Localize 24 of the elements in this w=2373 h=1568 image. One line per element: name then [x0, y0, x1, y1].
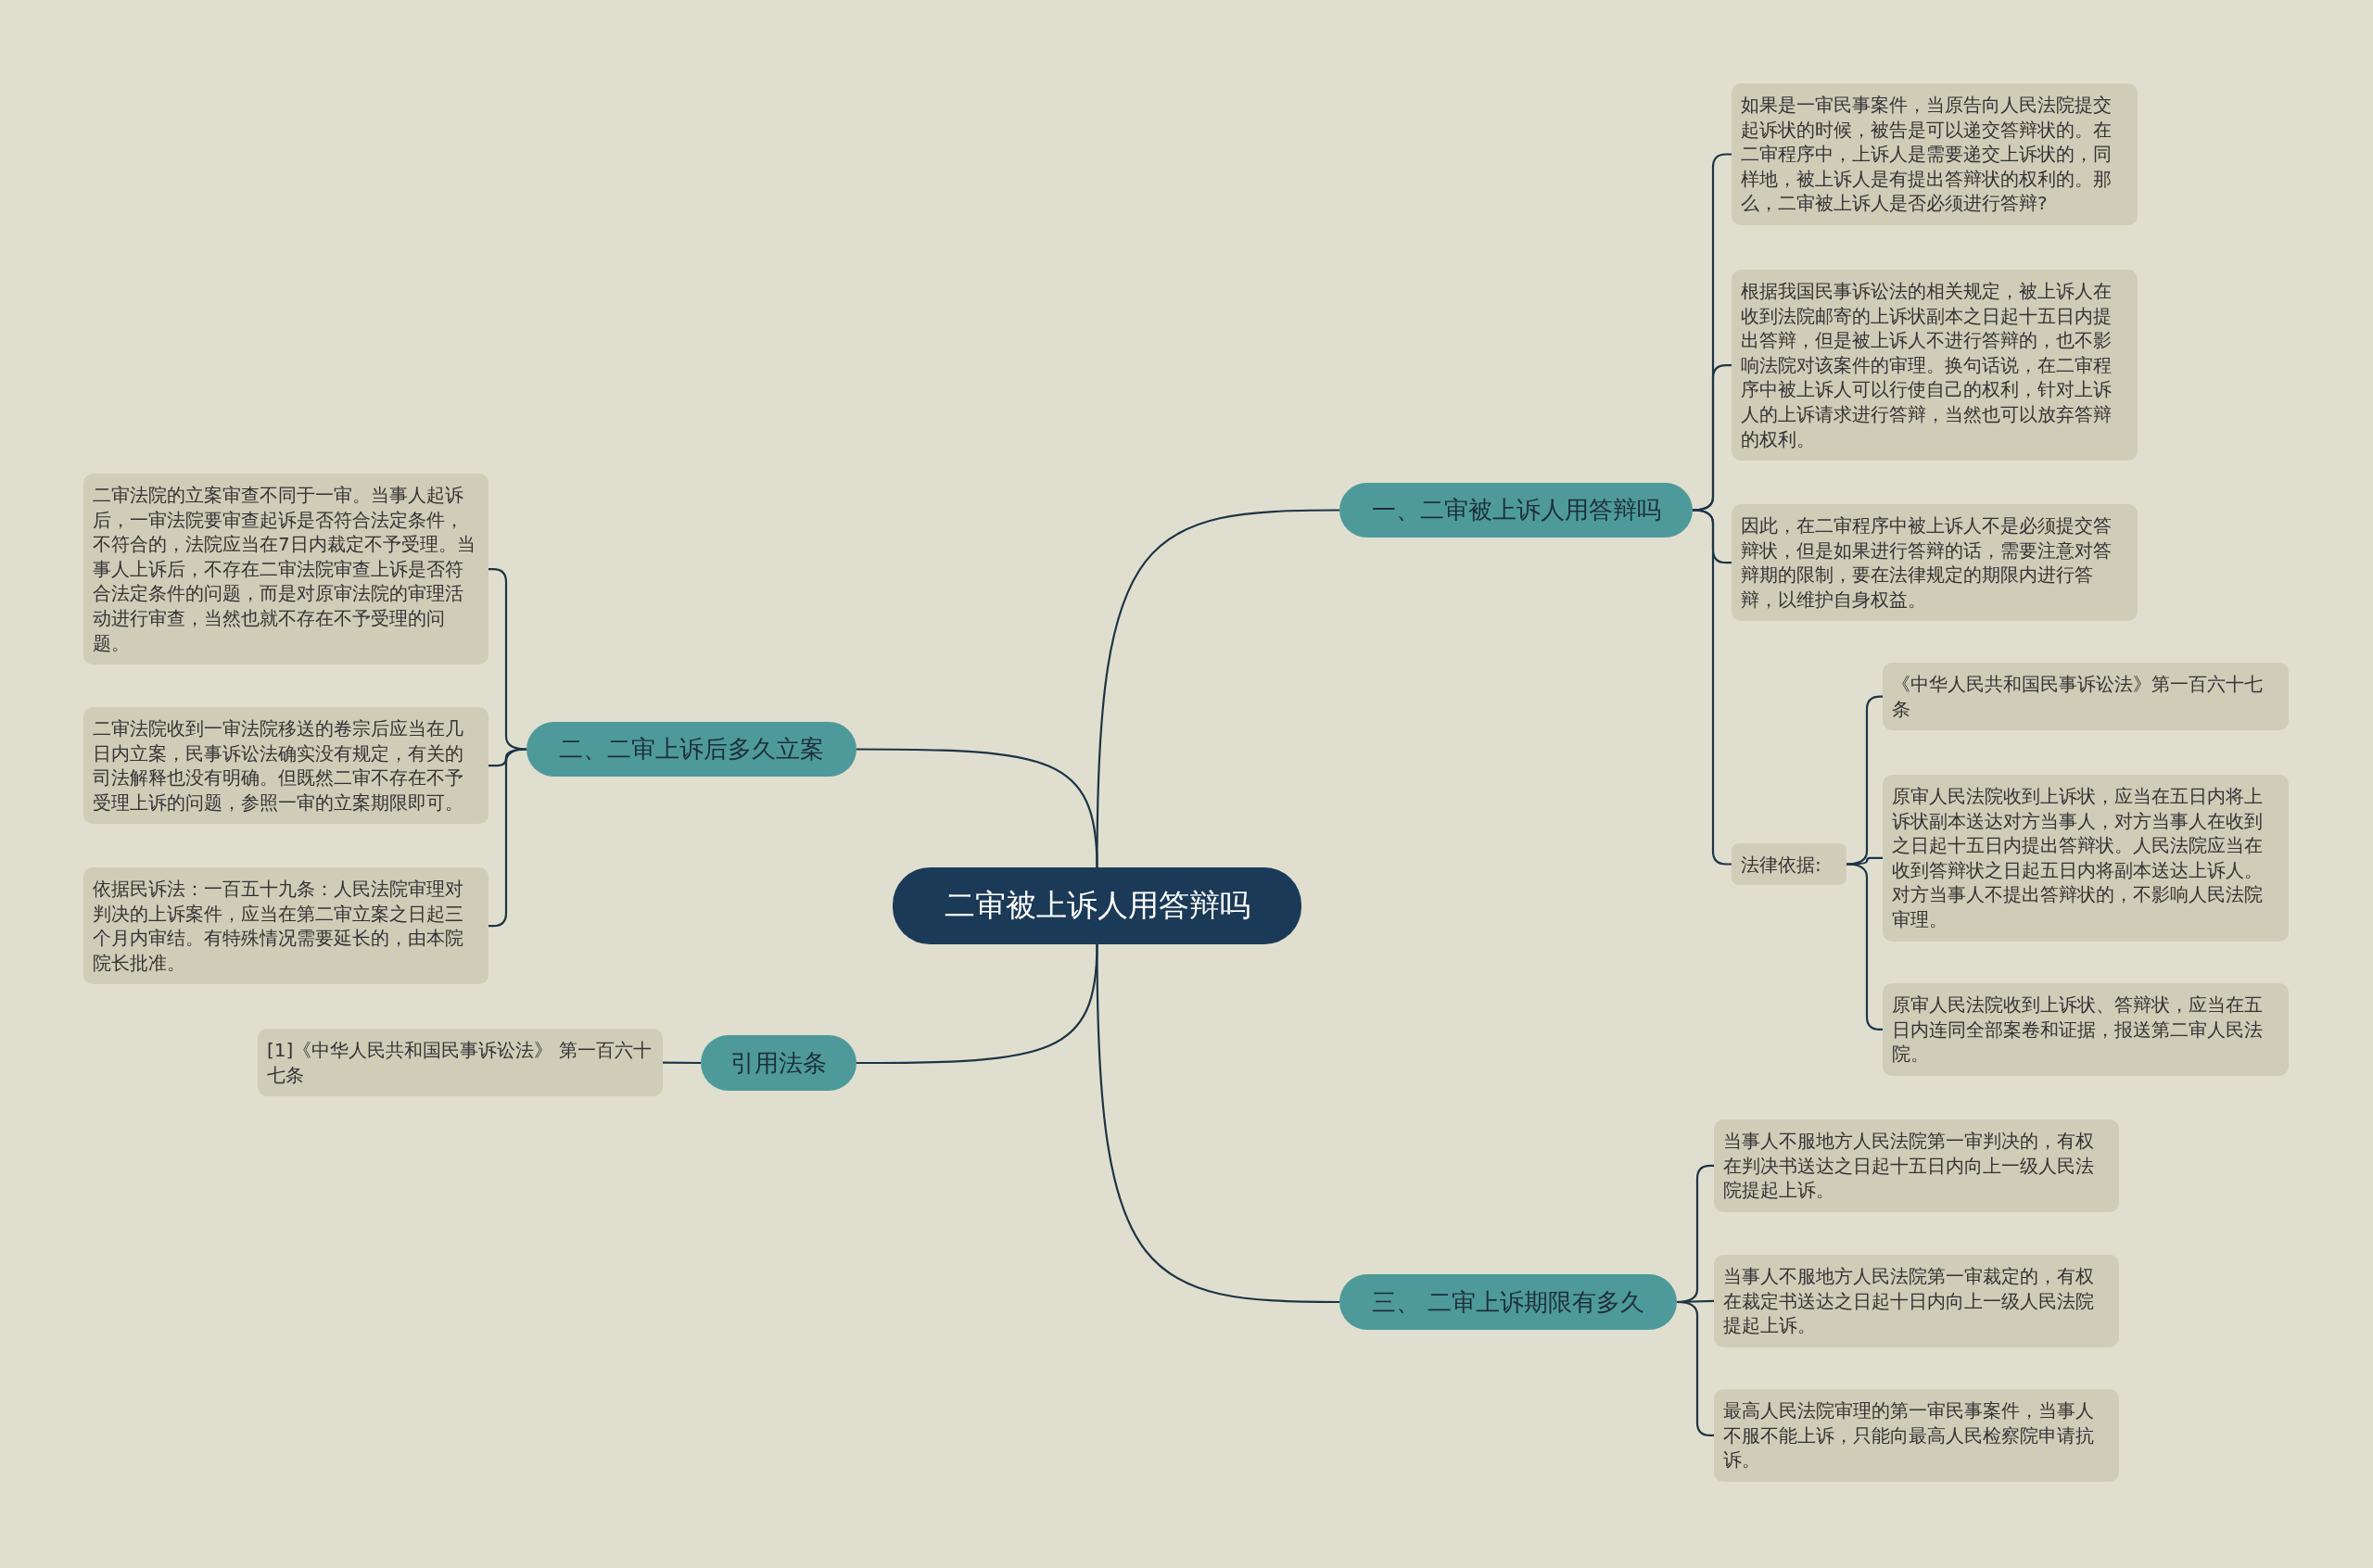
text-card: 最高人民法院审理的第一审民事案件，当事人不服不能上诉，只能向最高人民检察院申请抗诉。 — [1714, 1389, 2119, 1482]
text-card: 如果是一审民事案件，当原告向人民法院提交起诉状的时候，被告是可以递交答辩状的。在二审程序中，上诉人是需要递交上诉状的，同样地，被上诉人是有提出答辩状的权利的。那么，二审被上诉人是否必须进行答辩? — [1732, 83, 2138, 225]
connector-line — [857, 748, 1098, 868]
connector-line — [1846, 856, 1883, 866]
text-card: [1]《中华人民共和国民事诉讼法》 第一百六十七条 — [258, 1029, 663, 1097]
text-card: 当事人不服地方人民法院第一审判决的，有权在判决书送达之日起十五日内向上一级人民法院提起上诉。 — [1714, 1119, 2119, 1212]
text-card: 因此，在二审程序中被上诉人不是必须提交答辩状，但是如果进行答辩的话，需要注意对答辩期的限制，要在法律规定的期限内进行答辩，以维护自身权益。 — [1732, 504, 2138, 622]
text-card: 当事人不服地方人民法院第一审裁定的，有权在裁定书送达之日起十日内向上一级人民法院提起上诉。 — [1714, 1255, 2119, 1347]
text-card: 二审法院的立案审查不同于一审。当事人起诉后，一审法院要审查起诉是否符合法定条件，不符合的，法院应当在7日内裁定不予受理。当事人上诉后，不存在二审法院审查上诉是否符合法定条件的问题，而是对原审法院的审理活动进行审查，当然也就不存在不予受理的问题。 — [83, 474, 489, 665]
branch-topic: 引用法条 — [701, 1035, 857, 1091]
connector-line — [489, 748, 527, 767]
text-card: 原审人民法院收到上诉状，应当在五日内将上诉状副本送达对方当事人，对方当事人在收到之日起十五日内提出答辩状。人民法院应当在收到答辩状之日起五日内将副本送达上诉人。对方当事人不提出答辩状的，不影响人民法院审理。 — [1883, 775, 2289, 942]
text-card: 根据我国民事诉讼法的相关规定，被上诉人在收到法院邮寄的上诉状副本之日起十五日内提出答辩，但是被上诉人不进行答辩的，也不影响法院对该案件的审理。换句话说，在二审程序中被上诉人可以行使自己的权利，针对上诉人的上诉请求进行答辩，当然也可以放弃答辩的权利。 — [1732, 270, 2138, 462]
text-card: 依据民诉法：一百五十九条：人民法院审理对判决的上诉案件，应当在第二审立案之日起三个月内审结。有特殊情况需要延长的，由本院院长批准。 — [83, 867, 489, 985]
text-card: 法律依据: — [1732, 843, 1846, 885]
text-card: 二审法院收到一审法院移送的卷宗后应当在几日内立案，民事诉讼法确实没有规定，有关的司法解释也没有明确。但既然二审不存在不予受理上诉的问题，参照一审的立案期限即可。 — [83, 707, 489, 825]
branch-topic: 二、二审上诉后多久立案 — [527, 722, 857, 777]
connector-line — [663, 1061, 701, 1065]
branch-topic: 三、 二审上诉期限有多久 — [1339, 1274, 1677, 1330]
text-card: 《中华人民共和国民事诉讼法》第一百六十七条 — [1883, 663, 2289, 731]
branch-topic: 一、二审被上诉人用答辩吗 — [1339, 483, 1693, 537]
central-topic: 二审被上诉人用答辩吗 — [893, 867, 1301, 944]
text-card: 原审人民法院收到上诉状、答辩状，应当在五日内连同全部案卷和证据，报送第二审人民法院。 — [1883, 983, 2289, 1076]
connector-line — [857, 943, 1098, 1065]
